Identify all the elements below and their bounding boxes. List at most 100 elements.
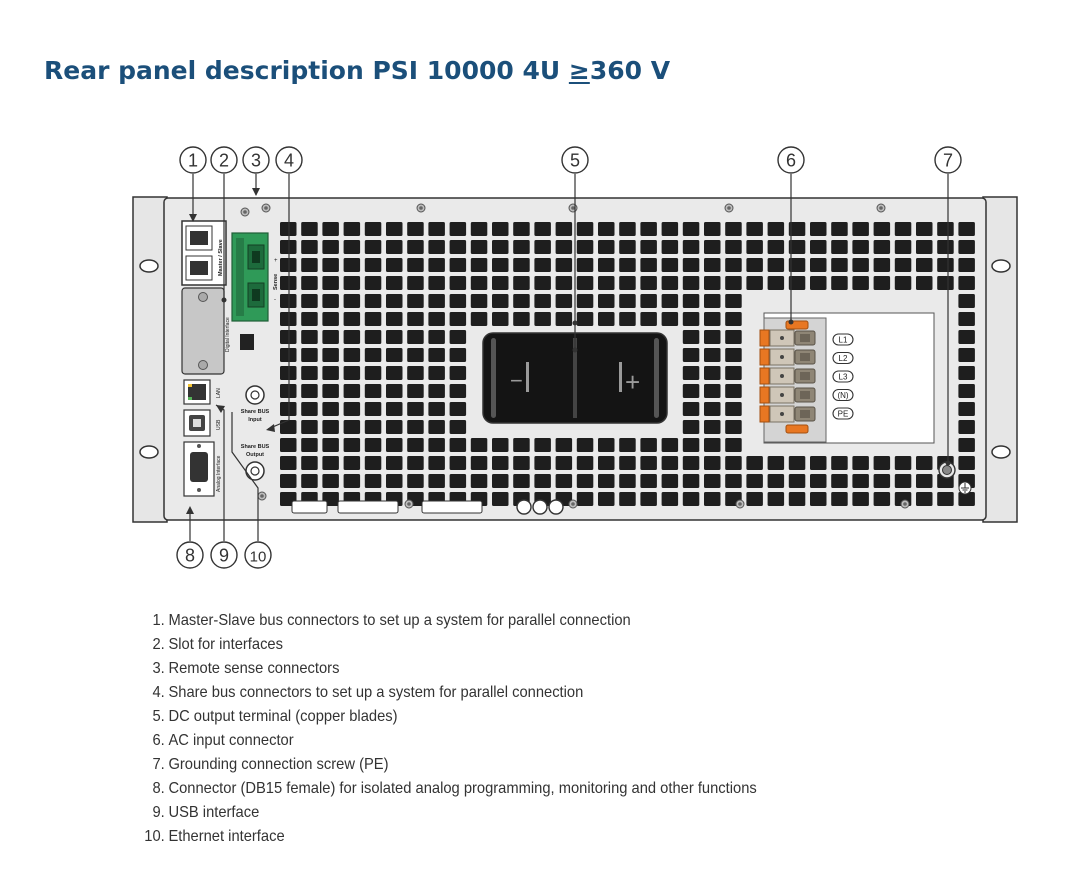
- arrow-1: [189, 214, 197, 222]
- vent-hole: [280, 456, 297, 470]
- vent-hole: [640, 294, 657, 308]
- vent-hole: [661, 258, 679, 272]
- vent-hole: [704, 240, 721, 254]
- vent-hole: [343, 384, 361, 398]
- vent-hole: [937, 222, 954, 236]
- vent-hole: [767, 222, 785, 236]
- vent-hole: [576, 492, 594, 506]
- legend-number: 3.: [152, 660, 165, 677]
- vent-hole: [704, 438, 721, 452]
- vent-hole: [725, 366, 742, 380]
- vent-hole: [280, 348, 297, 362]
- vent-hole: [364, 240, 382, 254]
- vent-hole: [640, 312, 657, 326]
- vent-hole: [916, 492, 933, 506]
- vent-hole: [852, 474, 869, 488]
- vent-hole: [682, 348, 700, 362]
- arrow-4: [266, 424, 275, 432]
- vent-hole: [534, 276, 551, 290]
- ac-terminal-block: [759, 367, 816, 385]
- vent-hole: [661, 222, 679, 236]
- vent-hole: [386, 438, 403, 452]
- vent-hole: [958, 402, 975, 416]
- vent-hole: [301, 258, 318, 272]
- vent-hole: [386, 366, 403, 380]
- share-bus-input: Share BUS Input: [241, 385, 270, 423]
- title-ge-symbol: ≥: [568, 56, 590, 85]
- rack-ear-left: [132, 196, 168, 523]
- vent-hole: [449, 330, 467, 344]
- rear-panel-diagram: Master / Slave Digital Interface Sense +…: [132, 146, 1018, 569]
- vent-hole: [449, 438, 467, 452]
- vent-hole: [810, 474, 827, 488]
- vent-hole: [894, 222, 912, 236]
- vent-hole: [788, 258, 806, 272]
- vent-hole: [746, 474, 763, 488]
- vent-hole: [725, 312, 742, 326]
- vent-hole: [682, 420, 700, 434]
- vent-hole: [852, 492, 869, 506]
- vent-hole: [852, 276, 869, 290]
- vent-hole: [407, 258, 424, 272]
- vent-hole: [322, 384, 339, 398]
- vent-hole: [428, 402, 445, 416]
- ground-symbol-icon: [958, 481, 972, 495]
- legend-text: Ethernet interface: [168, 828, 285, 845]
- vent-hole: [598, 258, 615, 272]
- vent-hole: [301, 276, 318, 290]
- legend-item: 6.AC input connector: [139, 729, 757, 753]
- vent-hole: [576, 294, 594, 308]
- vent-hole: [704, 330, 721, 344]
- vent-hole: [619, 456, 636, 470]
- vent-hole: [470, 456, 488, 470]
- ac-terminal-block: [759, 329, 816, 347]
- vent-hole: [343, 348, 361, 362]
- vent-hole: [619, 222, 636, 236]
- vent-hole: [280, 366, 297, 380]
- vent-hole: [280, 294, 297, 308]
- vent-hole: [301, 438, 318, 452]
- vent-hole: [364, 294, 382, 308]
- vent-hole: [364, 420, 382, 434]
- share-bus-output-line1: Share BUS: [241, 444, 270, 450]
- vent-hole: [831, 474, 848, 488]
- vent-hole: [386, 348, 403, 362]
- vent-hole: [449, 366, 467, 380]
- vent-hole: [534, 474, 551, 488]
- callout-1: 1: [179, 146, 207, 174]
- callout-2: 2: [210, 146, 238, 174]
- legend-text: Share bus connectors to set up a system …: [168, 684, 584, 701]
- vent-hole: [449, 456, 467, 470]
- vent-hole: [958, 384, 975, 398]
- screw: [261, 203, 271, 213]
- vent-hole: [470, 312, 488, 326]
- vent-hole: [619, 240, 636, 254]
- vent-hole: [576, 240, 594, 254]
- vent-hole: [492, 474, 509, 488]
- master-slave-connectors: Master / Slave: [181, 220, 227, 286]
- vent-hole: [788, 456, 806, 470]
- vent-hole: [301, 420, 318, 434]
- lan-label: LAN: [216, 388, 222, 398]
- vent-hole: [322, 330, 339, 344]
- vent-hole: [280, 402, 297, 416]
- callout-line-4: [267, 174, 290, 430]
- bottom-circle-1: [516, 499, 532, 515]
- vent-hole: [470, 222, 488, 236]
- vent-hole: [831, 456, 848, 470]
- interface-slot: Digital Interface: [181, 287, 231, 375]
- vent-hole: [725, 420, 742, 434]
- vent-hole: [619, 276, 636, 290]
- legend-number: 9.: [152, 804, 165, 821]
- usb-label: USB: [216, 419, 222, 430]
- vent-hole: [470, 258, 488, 272]
- vent-hole: [386, 456, 403, 470]
- vent-hole: [555, 438, 573, 452]
- vent-hole: [555, 222, 573, 236]
- vent-hole: [767, 258, 785, 272]
- vent-hole: [428, 240, 445, 254]
- vent-hole: [343, 474, 361, 488]
- vent-hole: [280, 312, 297, 326]
- vent-hole: [555, 456, 573, 470]
- vent-hole: [661, 312, 679, 326]
